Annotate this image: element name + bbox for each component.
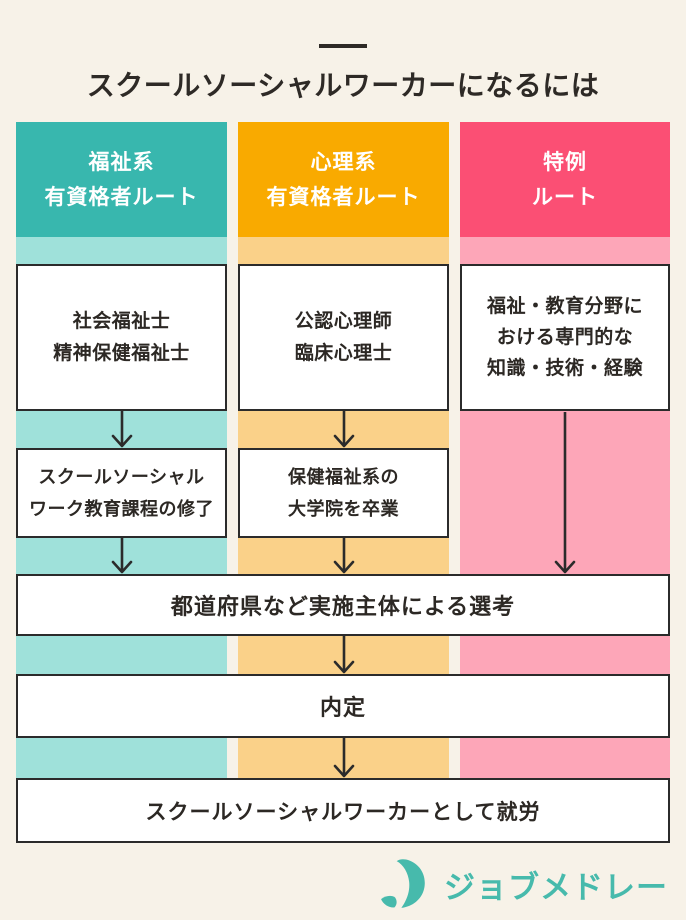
route-band-special — [460, 636, 670, 674]
step-box-employment: スクールソーシャルワーカーとして就労 — [16, 778, 670, 843]
step-text: 福祉・教育分野に — [486, 296, 643, 317]
column-header-label: 有資格者ルート — [266, 185, 421, 209]
step-text: 都道府県など実施主体による選考 — [170, 594, 516, 619]
brand-name: ジョブメドレー — [444, 869, 668, 905]
down-arrow-icon — [554, 412, 576, 574]
down-arrow-icon — [333, 538, 355, 574]
column-header-label: 心理系 — [310, 150, 377, 174]
column-header-psychology: 心理系 有資格者ルート — [238, 122, 449, 237]
column-header-welfare: 福祉系 有資格者ルート — [16, 122, 227, 237]
down-arrow-icon — [111, 538, 133, 574]
step-text: ワーク教育課程の修了 — [29, 499, 214, 519]
column-header-label: 福祉系 — [88, 150, 155, 174]
step-box-welfare-qualifications: 社会福祉士 精神保健福祉士 — [16, 264, 227, 411]
step-text: 臨床心理士 — [294, 342, 393, 364]
route-band-welfare — [16, 636, 227, 674]
step-text: 社会福祉士 — [72, 310, 171, 332]
step-box-welfare-course: スクールソーシャル ワーク教育課程の修了 — [16, 448, 227, 538]
step-box-selection: 都道府県など実施主体による選考 — [16, 574, 670, 636]
title-dash — [319, 44, 367, 48]
column-header-label: ルート — [532, 185, 598, 209]
column-header-special: 特例 ルート — [460, 122, 670, 237]
step-box-special-experience: 福祉・教育分野に おける専門的な 知識・技術・経験 — [460, 264, 670, 411]
step-text: スクールソーシャルワーカーとして就労 — [145, 800, 541, 824]
step-text: おける専門的な — [496, 327, 634, 348]
step-text: スクールソーシャル — [38, 467, 205, 487]
step-box-psychology-gradschool: 保健福祉系の 大学院を卒業 — [238, 448, 449, 538]
step-box-job-offer: 内定 — [16, 674, 670, 738]
step-text: 公認心理師 — [294, 310, 393, 332]
step-text: 精神保健福祉士 — [53, 342, 190, 364]
down-arrow-icon — [333, 738, 355, 778]
jobmedley-logo: ジョブメドレー — [379, 858, 668, 910]
down-arrow-icon — [111, 410, 133, 448]
route-band-special — [460, 738, 670, 778]
step-box-psychology-qualifications: 公認心理師 臨床心理士 — [238, 264, 449, 411]
step-text: 内定 — [319, 695, 366, 720]
jobmedley-icon — [381, 859, 425, 908]
step-text: 知識・技術・経験 — [486, 358, 643, 379]
step-text: 大学院を卒業 — [288, 499, 399, 519]
down-arrow-icon — [333, 410, 355, 448]
step-text: 保健福祉系の — [288, 467, 399, 487]
page-title: スクールソーシャルワーカーになるには — [86, 70, 600, 101]
down-arrow-icon — [333, 636, 355, 674]
column-header-label: 有資格者ルート — [44, 185, 199, 209]
route-band-welfare — [16, 738, 227, 778]
column-header-label: 特例 — [543, 150, 587, 174]
